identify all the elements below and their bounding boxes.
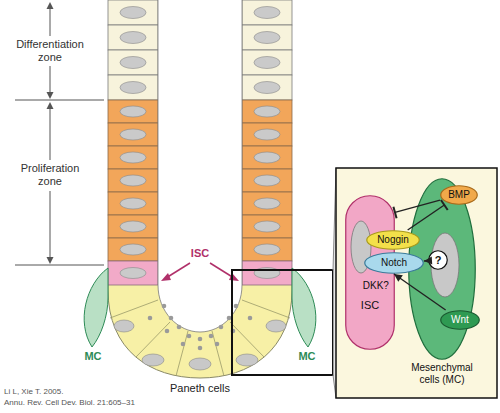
signal-oval: Noggin bbox=[366, 230, 420, 250]
citation: Annu. Rev. Cell Dev. Biol. 21:605–31 bbox=[4, 398, 204, 407]
connector bbox=[395, 200, 440, 212]
cell-border bbox=[110, 300, 158, 318]
signal-oval: Notch bbox=[364, 252, 424, 274]
cell-border bbox=[230, 322, 264, 357]
cell bbox=[242, 146, 292, 169]
cell bbox=[108, 192, 158, 215]
cell-border bbox=[242, 300, 290, 318]
cell bbox=[242, 238, 292, 261]
zone-arrowhead bbox=[47, 2, 54, 9]
zone-arrowhead bbox=[47, 92, 54, 99]
cell-label: ISC bbox=[180, 247, 220, 260]
zone-arrow bbox=[50, 66, 51, 94]
cell bbox=[242, 75, 292, 100]
granules bbox=[148, 304, 253, 351]
pointer-arrow bbox=[210, 263, 234, 278]
stem-cell bbox=[242, 261, 292, 285]
zone-label: Differentiation zone bbox=[10, 38, 90, 63]
zone-arrow bbox=[50, 6, 51, 36]
edge-label: DKK? bbox=[363, 280, 389, 292]
node-text: BMP bbox=[448, 189, 470, 201]
signal-oval-shape bbox=[441, 186, 478, 205]
inhibition-bar bbox=[393, 207, 396, 219]
signal-oval: BMP bbox=[440, 185, 478, 205]
cell bbox=[108, 100, 158, 123]
nucleus bbox=[189, 358, 211, 370]
cell-border bbox=[212, 331, 224, 376]
nucleus bbox=[236, 354, 258, 366]
stem-cell bbox=[108, 261, 158, 285]
node-text: Noggin bbox=[377, 234, 409, 246]
arrowhead bbox=[229, 273, 239, 281]
cell bbox=[108, 25, 158, 50]
zone-arrowhead bbox=[47, 102, 54, 109]
cell bbox=[108, 123, 158, 146]
cell-label: MC bbox=[290, 350, 324, 363]
connector bbox=[408, 205, 445, 230]
cell bbox=[108, 215, 158, 238]
arrowhead bbox=[161, 273, 171, 281]
signal-oval-shape bbox=[441, 311, 480, 330]
mesenchymal-cell bbox=[84, 268, 108, 347]
node-text: Mesenchymal cells (MC) bbox=[400, 362, 484, 385]
signal-oval-shape bbox=[367, 231, 420, 250]
lumen bbox=[158, 0, 242, 332]
unknown-signal: ? bbox=[428, 250, 448, 270]
cell bbox=[108, 169, 158, 192]
cell-border bbox=[176, 331, 188, 376]
zone-label: Proliferation zone bbox=[10, 162, 90, 187]
zone-arrow bbox=[50, 191, 51, 259]
cell bbox=[242, 123, 292, 146]
cell bbox=[242, 215, 292, 238]
cell bbox=[242, 50, 292, 75]
node-text: Wnt bbox=[451, 314, 469, 326]
connector bbox=[394, 274, 446, 310]
cell bbox=[242, 25, 292, 50]
signal-oval: Wnt bbox=[440, 310, 480, 330]
inhibition-bar bbox=[441, 200, 448, 210]
cell bbox=[108, 146, 158, 169]
signal-oval-shape bbox=[365, 253, 424, 274]
inset-panel bbox=[336, 168, 497, 398]
cell-label: Paneth cells bbox=[140, 382, 260, 395]
zone-arrowhead bbox=[47, 257, 54, 264]
cell bbox=[242, 0, 292, 25]
cell-border bbox=[136, 322, 170, 357]
nucleus bbox=[266, 320, 286, 332]
unknown-signal-shape bbox=[429, 251, 448, 270]
arrowhead bbox=[424, 256, 432, 264]
zoom-box bbox=[232, 270, 333, 375]
mesenchymal-cell bbox=[292, 268, 316, 347]
pointer-arrow bbox=[166, 263, 190, 278]
citation: Li L, Xie T. 2005. bbox=[4, 387, 204, 396]
node-text: Notch bbox=[381, 257, 407, 269]
node-text: ISC bbox=[361, 299, 379, 312]
node-text: ? bbox=[435, 254, 442, 267]
cell bbox=[108, 238, 158, 261]
nucleus bbox=[142, 354, 164, 366]
cell bbox=[242, 192, 292, 215]
connector bbox=[424, 260, 428, 262]
cell bbox=[108, 75, 158, 100]
cell bbox=[242, 100, 292, 123]
cell-label: MC bbox=[76, 350, 110, 363]
cell bbox=[242, 169, 292, 192]
zone-arrow bbox=[50, 106, 51, 160]
cell bbox=[108, 0, 158, 25]
cell bbox=[108, 50, 158, 75]
zone-tick bbox=[15, 100, 104, 101]
nucleus bbox=[114, 320, 134, 332]
zone-tick bbox=[15, 265, 104, 266]
arrowhead bbox=[394, 274, 403, 282]
